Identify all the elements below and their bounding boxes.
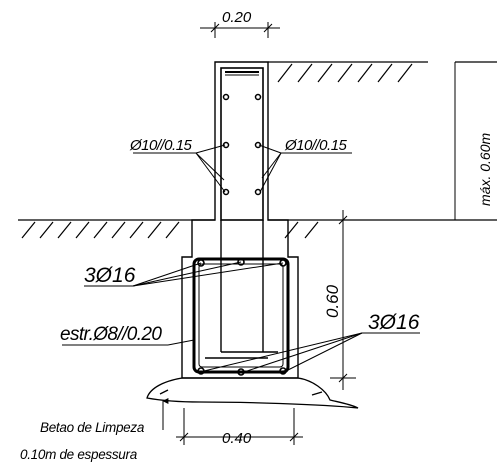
stem-bar <box>222 93 230 101</box>
ground-line-right <box>268 219 497 239</box>
stem-bars <box>222 93 262 196</box>
stirrup-leaders <box>133 144 352 193</box>
dimension-footing-height <box>330 210 356 390</box>
footing-bars <box>197 258 287 376</box>
label-bars-bottom: 3Ø16 <box>368 311 420 334</box>
main-stirrup-leader <box>62 339 195 346</box>
label-main-stirrup: estr.Ø8//0.20 <box>60 324 162 345</box>
label-stirrup-right: Ø10//0.15 <box>284 137 348 154</box>
label-footing-width: 0.40 <box>222 430 252 447</box>
footing-stirrup <box>192 257 290 374</box>
stem-bar <box>254 188 262 196</box>
label-stirrup-left: Ø10//0.15 <box>129 137 193 154</box>
label-top-width: 0.20 <box>222 9 252 26</box>
stem-bar <box>254 93 262 101</box>
dimension-top-width <box>200 22 280 38</box>
bars-top-leaders <box>84 261 284 287</box>
starter-bars <box>205 220 278 359</box>
lean-concrete <box>146 377 359 409</box>
bars-bottom-leaders <box>203 332 420 373</box>
footing-bar-top <box>197 259 205 267</box>
ground-line-left <box>18 219 215 239</box>
footing-bar-top <box>237 258 245 266</box>
dimension-footing-width <box>176 408 303 445</box>
stem-reinforcement <box>220 67 264 221</box>
stem-bar <box>222 188 230 196</box>
label-footing-height: 0.60 <box>323 284 342 318</box>
label-max-depth: máx. 0.60m <box>477 133 493 206</box>
label-lean-concrete-line2: 0.10m de espessura <box>20 447 138 462</box>
label-bars-top: 3Ø16 <box>84 264 136 287</box>
ground-line-upper-right <box>268 61 497 83</box>
stem-bar <box>254 141 262 149</box>
label-lean-concrete-line1: Betao de Limpeza <box>40 420 145 435</box>
